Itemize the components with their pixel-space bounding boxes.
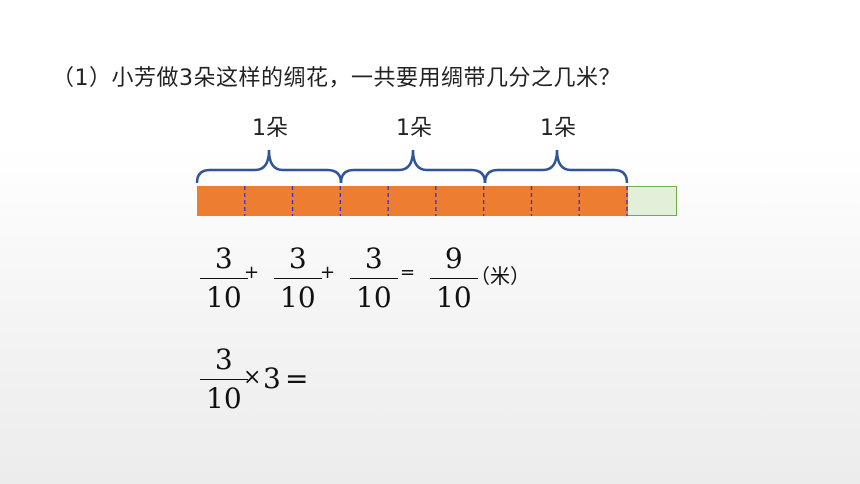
curly-brace-3 — [483, 149, 629, 184]
equals-sign-2: = — [285, 362, 309, 395]
equals-sign-1: = — [400, 262, 416, 283]
denominator: 10 — [436, 281, 472, 314]
denominator: 10 — [356, 281, 392, 314]
fraction-line — [430, 278, 478, 279]
bar-filled-part — [197, 186, 627, 216]
plus-sign-1: + — [244, 262, 260, 283]
fraction-line — [200, 379, 248, 380]
fraction-result: 9 10 — [430, 245, 478, 312]
curly-brace-1 — [195, 149, 343, 184]
fraction-term-3: 3 10 — [350, 245, 398, 312]
question-text: （1）小芳做3朵这样的绸花，一共要用绸带几分之几米？ — [52, 66, 621, 91]
bar-empty-part — [627, 186, 677, 216]
fraction-term-2: 3 10 — [274, 245, 322, 312]
unit-meter: （米） — [470, 264, 530, 288]
numerator: 3 — [364, 242, 383, 275]
curly-brace-2 — [339, 149, 487, 184]
multiplier: 3 — [263, 362, 281, 395]
brace-label-1: 1朵 — [252, 116, 288, 141]
fraction-line — [274, 278, 322, 279]
fraction-term-multiply: 3 10 — [200, 346, 248, 413]
numerator: 3 — [214, 242, 233, 275]
times-sign: × — [243, 365, 262, 390]
fraction-term-1: 3 10 — [200, 245, 248, 312]
fraction-line — [200, 278, 248, 279]
denominator: 10 — [206, 281, 242, 314]
plus-sign-2: + — [320, 262, 336, 283]
brace-label-3: 1朵 — [540, 116, 576, 141]
denominator: 10 — [280, 281, 316, 314]
fraction-line — [350, 278, 398, 279]
numerator: 9 — [444, 242, 463, 275]
numerator: 3 — [288, 242, 307, 275]
segment-bar — [197, 186, 677, 216]
numerator: 3 — [214, 343, 233, 376]
denominator: 10 — [206, 382, 242, 415]
brace-label-2: 1朵 — [396, 116, 432, 141]
